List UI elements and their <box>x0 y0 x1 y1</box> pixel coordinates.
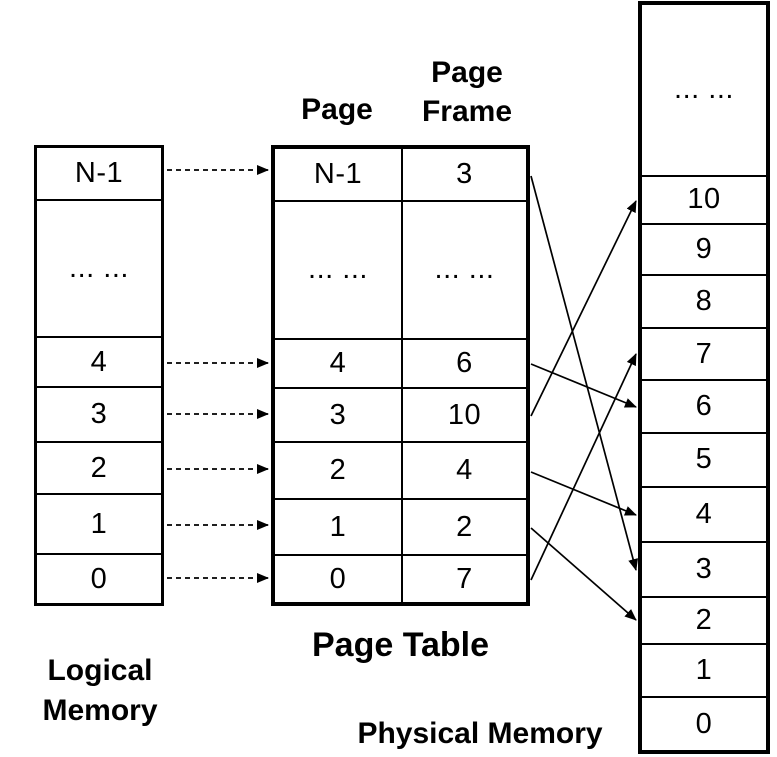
page-table-row-4: 4 6 <box>275 339 526 390</box>
arrow-page-4-to-frame-6 <box>530 363 637 408</box>
logical-memory-table: N-1 ... ... 4 3 2 1 0 <box>34 145 164 606</box>
frame-cell: 6 <box>456 347 473 380</box>
page-cell: 4 <box>275 339 403 388</box>
frame-cell: 7 <box>456 562 473 595</box>
frame-cell-3: 3 <box>642 543 766 599</box>
logical-cell-1: 1 <box>37 495 161 556</box>
frame-cell-6: 6 <box>642 381 766 434</box>
arrow-page-n-1-to-frame-3 <box>530 175 638 571</box>
frame-cell: 4 <box>456 453 473 486</box>
page-cell: 3 <box>275 389 403 442</box>
page-table-row-0: 0 7 <box>275 556 526 602</box>
frame-cell-0: 0 <box>695 707 713 740</box>
frame-cell-9: 9 <box>642 225 766 277</box>
page-table-row-2: 2 4 <box>275 443 526 500</box>
page-frame-column-header: Page Frame <box>421 56 513 128</box>
page-cell: 0 <box>275 556 403 602</box>
arrow-page-2-to-frame-4 <box>530 471 637 516</box>
page-table-row-dots: ... ... ... ... <box>275 201 526 340</box>
physical-memory-label: Physical Memory <box>357 717 603 750</box>
logical-cell-dots: ... ... <box>37 201 161 338</box>
page-cell: 2 <box>275 443 403 498</box>
frame-cell: 2 <box>456 510 473 543</box>
arrow-page-1-to-frame-2 <box>530 527 637 621</box>
page-table-row-3: 3 10 <box>275 389 526 444</box>
physical-memory-table: ... ... 10 9 8 7 6 5 4 3 2 1 0 <box>638 1 770 754</box>
frame-cell: 10 <box>447 398 482 431</box>
page-table-row-n-1: N-1 3 <box>275 149 526 202</box>
frame-cell-7: 7 <box>642 329 766 381</box>
page-column-header: Page <box>301 93 373 126</box>
arrow-page-0-to-frame-7 <box>530 353 637 581</box>
page-table: N-1 3 ... ... ... ... 4 6 3 10 2 4 1 2 0… <box>271 145 530 606</box>
logical-cell-2: 2 <box>37 443 161 496</box>
frame-cell-1: 1 <box>642 645 766 699</box>
arrow-page-3-to-frame-10 <box>530 200 637 417</box>
page-table-label: Page Table <box>312 626 489 664</box>
frame-cell: ... ... <box>434 253 495 286</box>
page-cell: ... ... <box>275 201 403 338</box>
frame-cell-dots: ... ... <box>642 5 766 177</box>
logical-cell-0: 0 <box>90 562 108 595</box>
page-cell: N-1 <box>275 149 403 200</box>
frame-cell-8: 8 <box>642 276 766 330</box>
frame-cell-5: 5 <box>642 434 766 488</box>
logical-cell-3: 3 <box>37 388 161 444</box>
page-cell: 1 <box>275 499 403 555</box>
frame-cell: 3 <box>456 157 473 190</box>
logical-cell-4: 4 <box>37 338 161 389</box>
logical-cell-n-1: N-1 <box>37 148 161 201</box>
frame-cell-10: 10 <box>642 177 766 226</box>
frame-cell-4: 4 <box>642 488 766 543</box>
page-table-row-1: 1 2 <box>275 499 526 557</box>
frame-cell-2: 2 <box>642 598 766 646</box>
logical-memory-label: Logical Memory <box>42 654 158 727</box>
